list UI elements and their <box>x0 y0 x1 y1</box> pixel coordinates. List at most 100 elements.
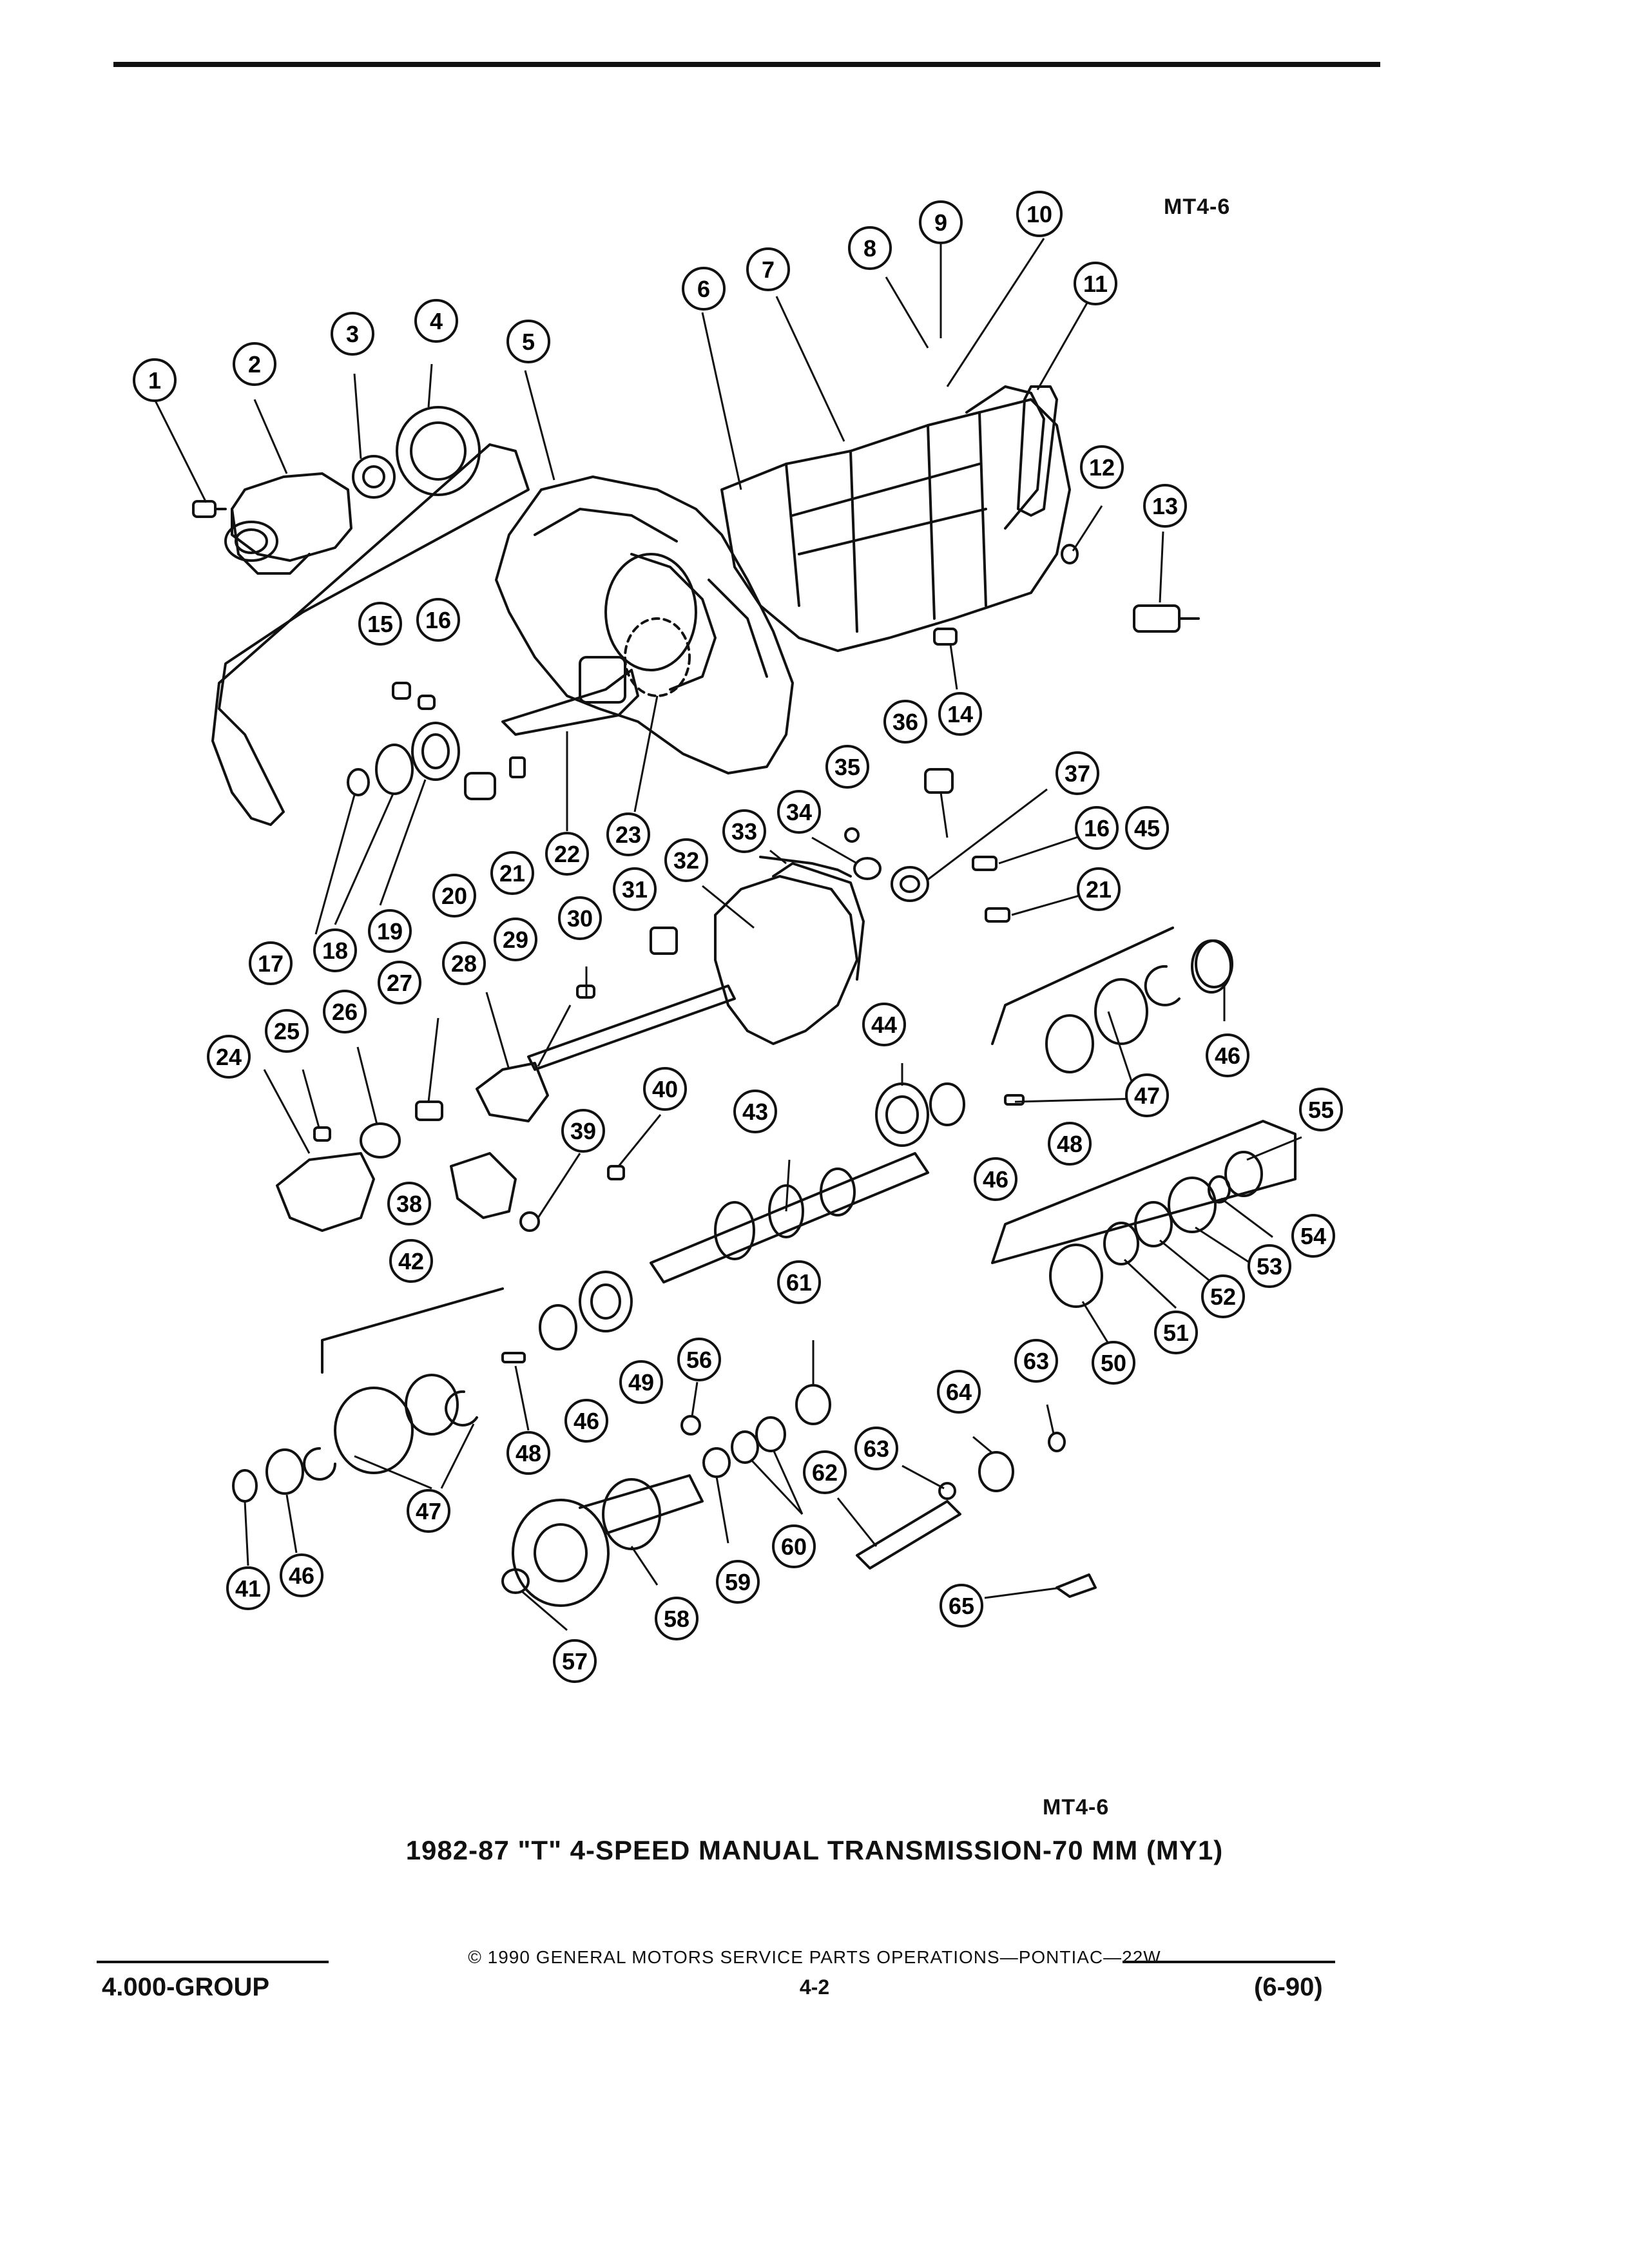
callout-49: 49 <box>619 1360 663 1404</box>
callout-5: 5 <box>506 320 550 363</box>
svg-text:43: 43 <box>742 1099 768 1125</box>
callout-40: 40 <box>643 1067 687 1111</box>
snap-ring-57 <box>501 1568 530 1594</box>
svg-text:42: 42 <box>398 1248 424 1274</box>
pin-65 <box>1055 1573 1097 1598</box>
clip-40 <box>607 1165 625 1180</box>
washer-56 <box>680 1415 701 1436</box>
svg-text:15: 15 <box>367 611 393 637</box>
pin-27 <box>415 1100 443 1121</box>
synchronizer-42 <box>303 1374 478 1481</box>
svg-text:4: 4 <box>430 308 443 334</box>
callout-61: 61 <box>777 1260 821 1304</box>
roller-bearings-part <box>624 617 691 697</box>
svg-text:16: 16 <box>1084 815 1110 841</box>
bolt-21b <box>985 907 1010 923</box>
svg-text:39: 39 <box>570 1118 596 1144</box>
callout-44: 44 <box>862 1003 906 1046</box>
washer-59 <box>702 1447 731 1478</box>
callout-46d: 46 <box>280 1553 323 1597</box>
svg-text:11: 11 <box>1083 271 1108 297</box>
callout-47a: 47 <box>1125 1073 1169 1117</box>
callout-41: 41 <box>226 1566 270 1610</box>
ring-39 <box>519 1211 540 1232</box>
callout-15: 15 <box>358 602 402 646</box>
washer-34 <box>853 857 882 880</box>
detent-26 <box>360 1122 401 1158</box>
callout-36: 36 <box>883 700 927 744</box>
synchronizer-45 <box>1045 939 1232 1073</box>
callout-34: 34 <box>777 790 821 834</box>
callout-51: 51 <box>1154 1311 1198 1354</box>
snap-ring-18 <box>375 744 414 795</box>
callout-8: 8 <box>848 226 892 270</box>
svg-text:63: 63 <box>1023 1348 1049 1374</box>
svg-text:61: 61 <box>786 1269 812 1296</box>
svg-text:33: 33 <box>731 818 757 845</box>
callout-42: 42 <box>389 1239 433 1283</box>
svg-text:8: 8 <box>863 235 876 262</box>
callout-27: 27 <box>378 961 421 1004</box>
footer-rule-right <box>1123 1961 1335 1963</box>
washer-63b <box>1048 1432 1066 1452</box>
svg-text:35: 35 <box>834 754 860 780</box>
svg-text:36: 36 <box>892 709 918 735</box>
callout-20: 20 <box>432 874 476 918</box>
gasket-part <box>396 406 481 496</box>
svg-text:37: 37 <box>1065 760 1090 787</box>
clip-36 <box>924 768 954 794</box>
extension-housing-part <box>714 862 865 1045</box>
gasket-outline <box>211 443 530 826</box>
callout-25: 25 <box>265 1009 309 1053</box>
callout-38: 38 <box>387 1182 431 1225</box>
bearing-19 <box>411 722 460 781</box>
snap-ring-41 <box>232 1469 258 1503</box>
svg-text:20: 20 <box>441 883 467 909</box>
callout-4: 4 <box>414 299 458 343</box>
shift-rail-part <box>527 985 736 1071</box>
svg-text:45: 45 <box>1134 815 1160 841</box>
callout-12: 12 <box>1080 445 1124 489</box>
figure-caption: 1982-87 "T" 4-SPEED MANUAL TRANSMISSION-… <box>405 1835 1224 1865</box>
callout-21b: 21 <box>1077 867 1121 911</box>
svg-text:44: 44 <box>871 1012 897 1038</box>
callout-58: 58 <box>655 1597 699 1640</box>
shift-fork-38 <box>450 1152 517 1219</box>
bearing-retainer-part <box>224 472 352 575</box>
spring-33 <box>759 856 852 878</box>
callout-48a: 48 <box>1048 1122 1092 1166</box>
drain-plug-part <box>933 628 958 646</box>
svg-text:21: 21 <box>1086 876 1112 903</box>
callout-57: 57 <box>553 1639 597 1683</box>
callout-37: 37 <box>1055 751 1099 795</box>
svg-text:10: 10 <box>1027 201 1052 227</box>
svg-text:46: 46 <box>289 1562 314 1589</box>
callout-28: 28 <box>442 941 486 985</box>
svg-text:64: 64 <box>946 1379 972 1405</box>
bracket-42 <box>321 1287 504 1374</box>
bracket-45 <box>991 927 1174 1045</box>
shift-fork-28 <box>476 1062 549 1122</box>
svg-text:17: 17 <box>258 950 284 977</box>
callout-18: 18 <box>313 928 357 972</box>
shift-fork-24 <box>276 1152 375 1232</box>
callout-3: 3 <box>331 312 374 356</box>
svg-text:49: 49 <box>628 1369 654 1396</box>
svg-text:40: 40 <box>652 1076 678 1102</box>
callout-31: 31 <box>613 867 657 911</box>
gear-44 <box>875 1082 929 1147</box>
svg-text:51: 51 <box>1163 1320 1189 1346</box>
svg-text:63: 63 <box>863 1436 889 1462</box>
figure-reference-top: MT4-6 <box>1164 195 1231 219</box>
svg-text:18: 18 <box>322 937 348 964</box>
callout-54: 54 <box>1291 1214 1335 1258</box>
callout-47b: 47 <box>407 1489 450 1533</box>
clip-31 <box>650 927 678 955</box>
callout-29: 29 <box>494 918 537 961</box>
shaft-62 <box>856 1500 961 1570</box>
gear-assembly-50-55 <box>991 1120 1296 1308</box>
callout-55: 55 <box>1299 1088 1343 1131</box>
svg-text:65: 65 <box>949 1593 974 1619</box>
callout-52: 52 <box>1201 1274 1245 1318</box>
